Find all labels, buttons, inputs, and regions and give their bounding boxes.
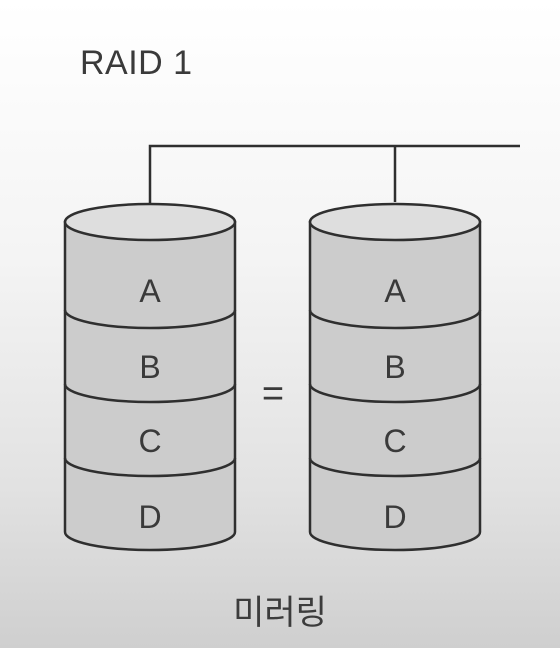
disk-2-divider: [308, 309, 482, 330]
disk-1: A B C D: [63, 202, 237, 552]
disk-2: A B C D: [308, 202, 482, 552]
disk-1-top: [63, 202, 237, 242]
equals-sign: =: [262, 373, 284, 415]
disk-2-segment-a: A: [384, 273, 406, 309]
diagram-caption: 미러링: [233, 593, 327, 633]
disk-1-body: [63, 220, 237, 552]
disk-1-segment-a: A: [139, 273, 161, 309]
disk-2-segment-c: C: [383, 423, 406, 459]
disk-1-segment-d: D: [138, 499, 161, 535]
disk-2-segment-b: B: [384, 349, 405, 385]
bus-line: [148, 144, 520, 203]
bus-connector: [148, 144, 520, 203]
disk-1-divider: [63, 383, 237, 404]
disk-2-segment-d: D: [383, 499, 406, 535]
disk-1-segment-b: B: [139, 349, 160, 385]
disk-2-divider: [308, 383, 482, 404]
disk-2-top: [308, 202, 482, 242]
disk-1-divider: [63, 309, 237, 330]
diagram-title: RAID 1: [80, 44, 193, 82]
disk-1-divider: [63, 457, 237, 478]
disk-2-divider: [308, 457, 482, 478]
disk-1-segment-c: C: [138, 423, 161, 459]
disk-2-body: [308, 220, 482, 552]
